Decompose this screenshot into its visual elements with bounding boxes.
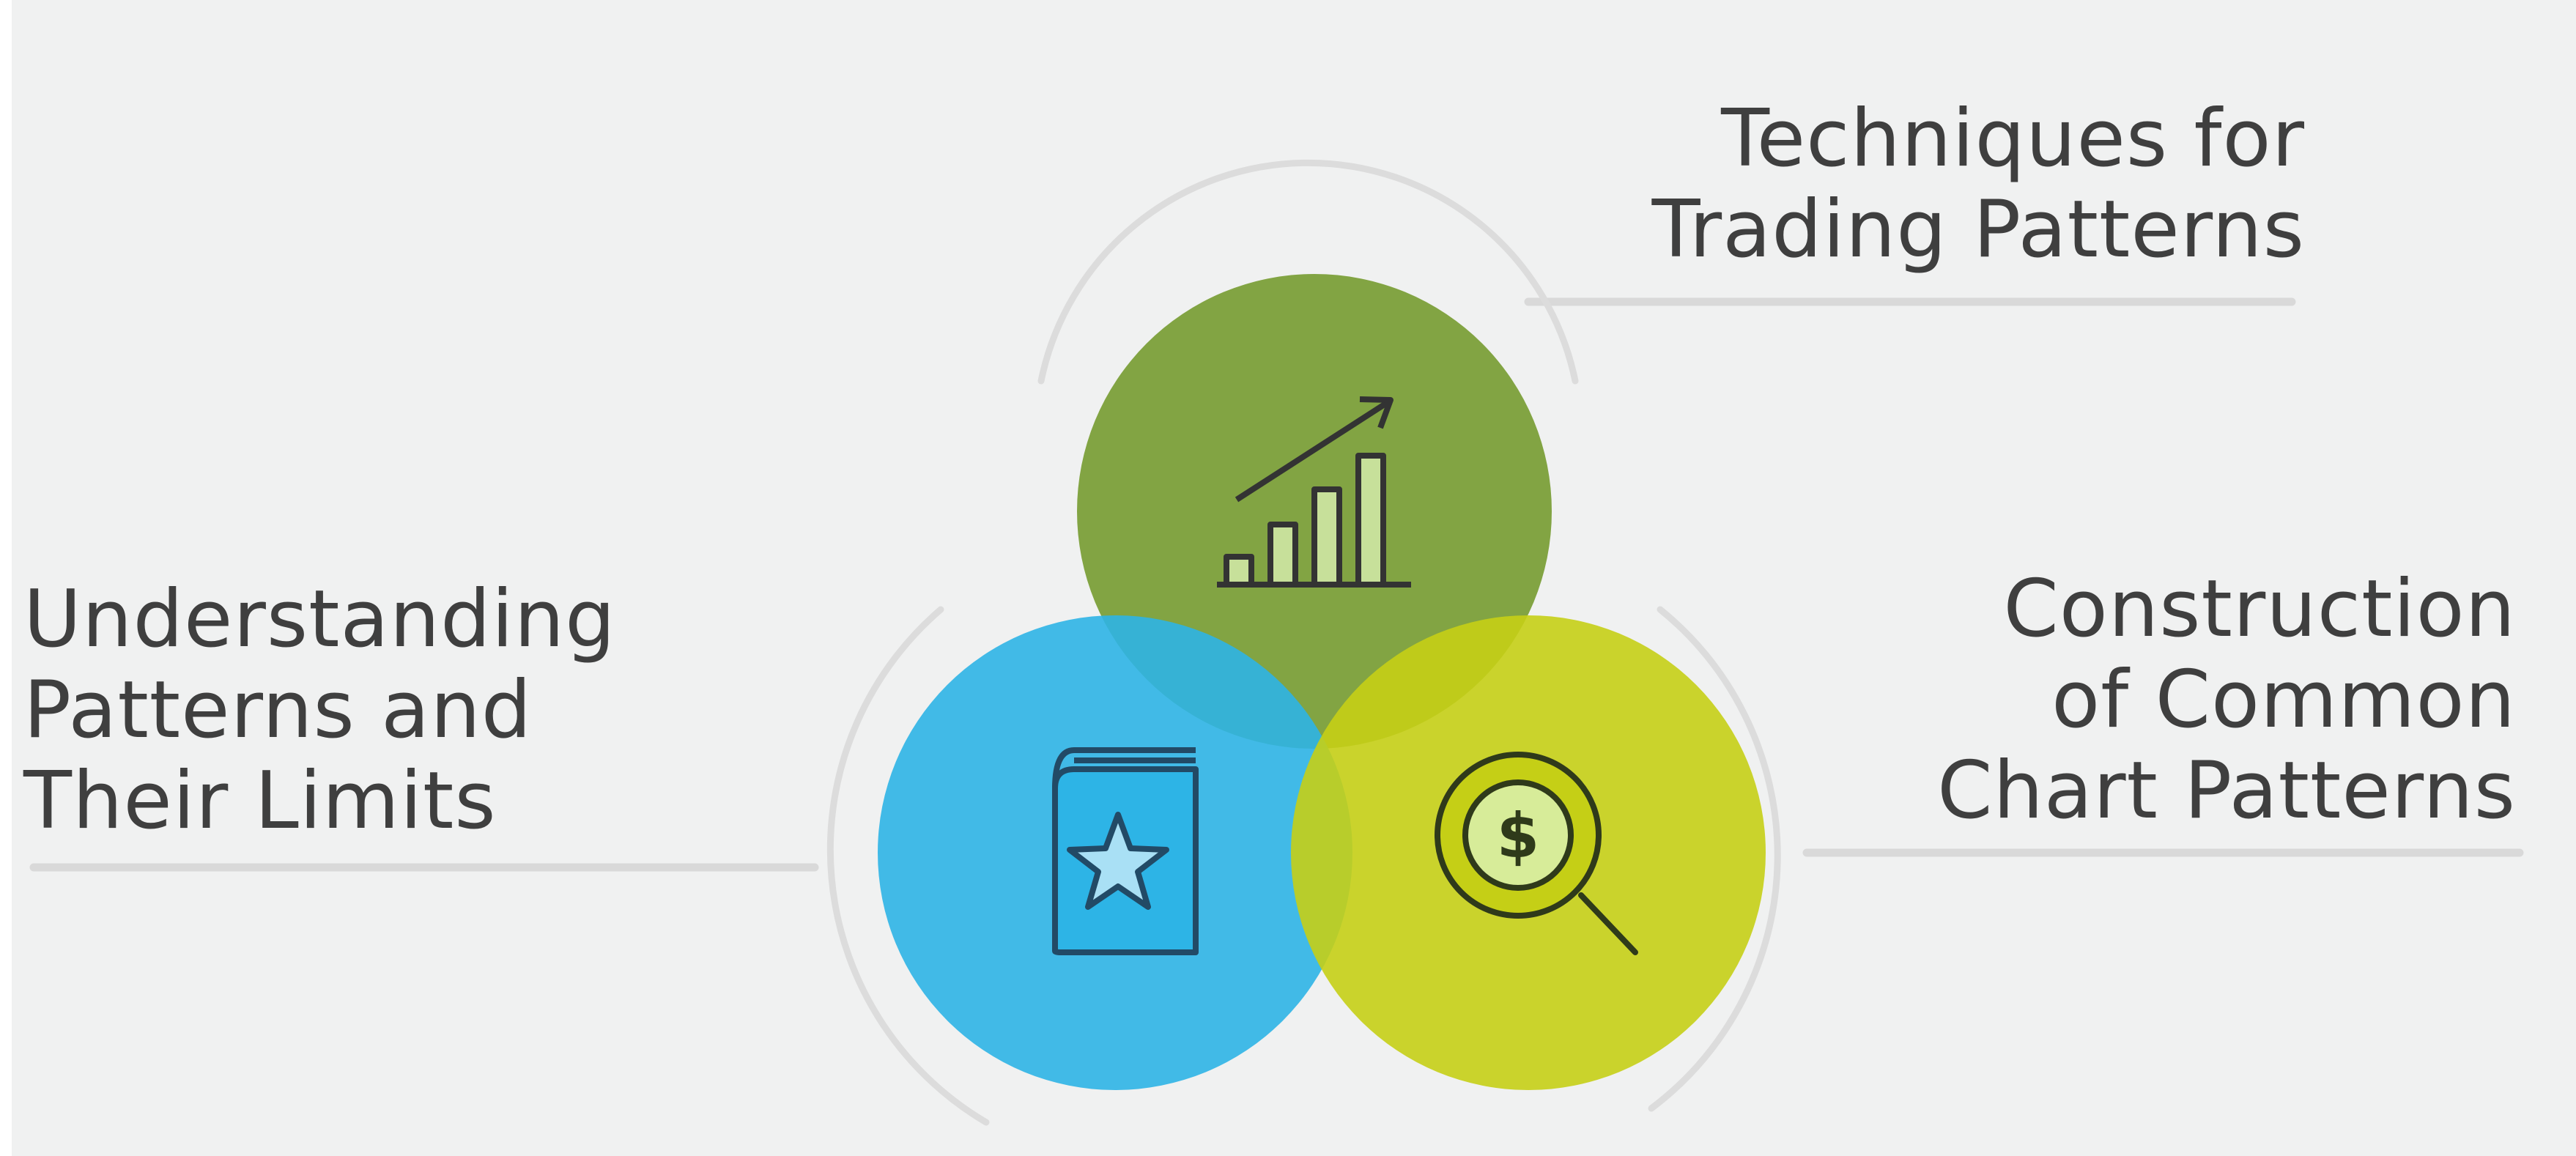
star-book-icon [1052,747,1199,955]
label-construction: Construction of Common Chart Patterns [1937,564,2516,837]
label-understanding-line-3: Their Limits [23,755,497,847]
arc-construction [1648,606,1781,1112]
dollar-magnifier-icon: $ [1435,752,1638,955]
arc-understanding [826,606,990,1126]
label-understanding-line-2: Patterns and [23,664,533,756]
label-techniques: Techniques for Trading Patterns [1652,94,2305,275]
venn-diagram: $ [29,159,2524,1126]
label-construction-line-1: Construction [2003,563,2516,655]
label-construction-line-3: Chart Patterns [1937,745,2516,837]
arc-techniques [1037,159,1579,385]
label-techniques-line-1: Techniques for [1721,93,2305,185]
label-construction-line-2: of Common [2051,654,2516,746]
label-techniques-line-2: Trading Patterns [1651,184,2305,275]
svg-text:$: $ [1497,800,1539,872]
growth-chart-icon [1217,396,1411,588]
label-understanding-line-1: Understanding [23,574,616,665]
venn-diagram-canvas: $ Techniques for Trading Patterns Unders… [12,0,2576,1156]
label-understanding: Understanding Patterns and Their Limits [23,574,616,847]
